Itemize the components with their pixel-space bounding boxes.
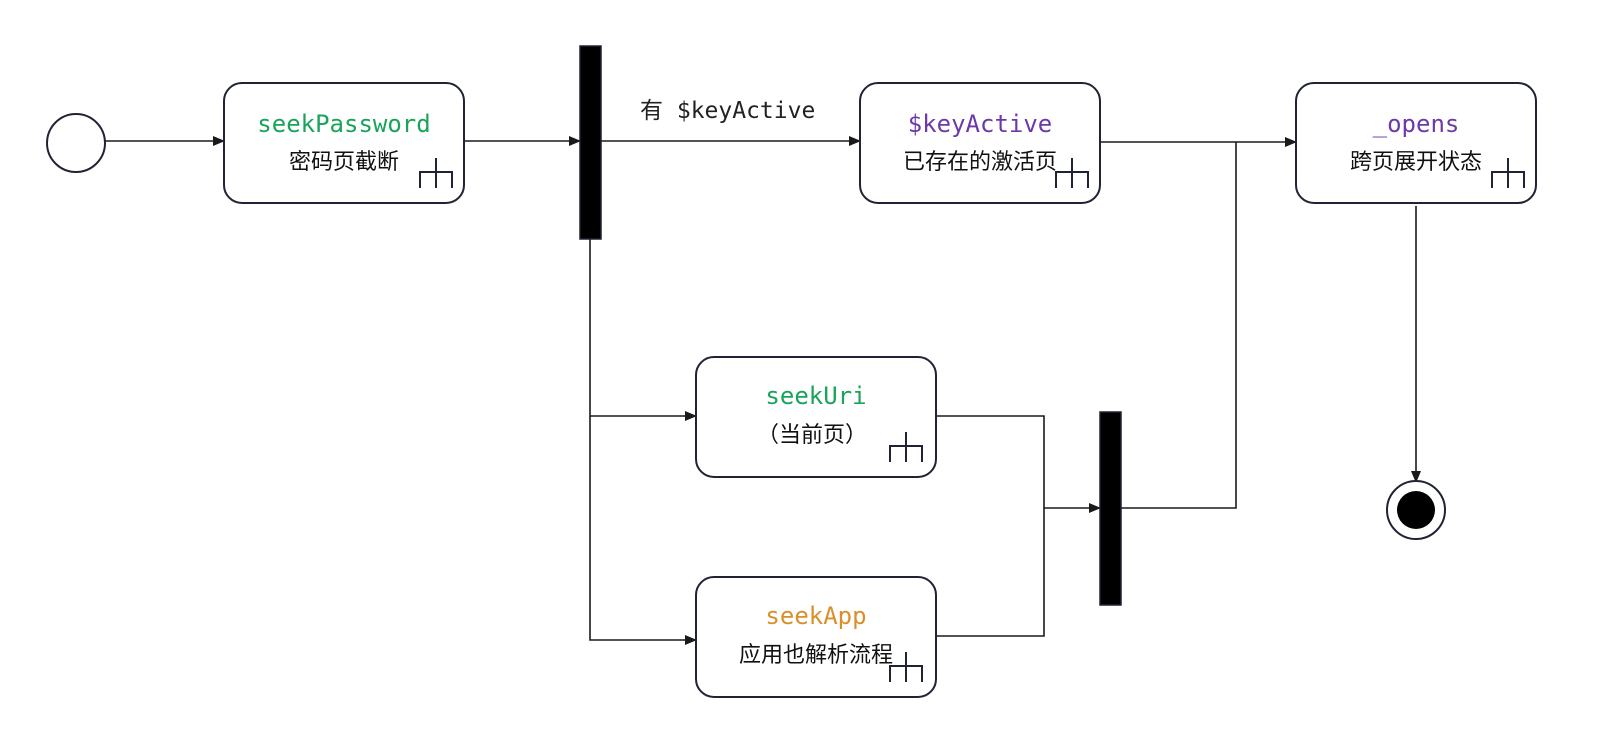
flow-edges [104,136,1421,645]
node-opens[interactable]: _opens 跨页展开状态 [1295,82,1537,204]
subactivity-rake-icon [1055,158,1089,188]
node-seek-uri-subtitle: （当前页） [757,423,867,448]
node-key-active[interactable]: $keyActive 已存在的激活页 [859,82,1101,204]
node-seek-app-subtitle: 应用也解析流程 [739,643,893,668]
subactivity-rake-icon [889,432,923,462]
node-seek-uri[interactable]: seekUri （当前页） [695,356,937,478]
initial-node [46,113,106,173]
subactivity-rake-icon [1491,158,1525,188]
final-node [1386,480,1446,540]
edge-seek-uri-to-join [936,415,1045,508]
node-seek-app[interactable]: seekApp 应用也解析流程 [695,576,937,698]
node-seek-password-title: seekPassword [257,110,430,138]
subactivity-rake-icon [419,158,453,188]
node-opens-subtitle: 跨页展开状态 [1350,150,1482,175]
node-key-active-subtitle: 已存在的激活页 [903,150,1057,175]
node-opens-title: _opens [1373,110,1460,138]
node-key-active-title: $keyActive [908,110,1053,138]
edge-label-has-key-active: 有 $keyActive [640,98,815,124]
edge-fork-to-seek-uri [589,238,697,421]
subactivity-rake-icon [889,652,923,682]
edge-join-up [1120,142,1237,509]
node-seek-app-title: seekApp [765,602,866,630]
node-seek-password-subtitle: 密码页截断 [289,150,399,175]
join-bar [1099,411,1122,606]
edge-fork-to-seek-app [589,416,697,645]
node-seek-uri-title: seekUri [765,382,866,410]
node-seek-password[interactable]: seekPassword 密码页截断 [223,82,465,204]
fork-bar [579,45,602,240]
edge-seek-app-to-join [936,508,1045,637]
